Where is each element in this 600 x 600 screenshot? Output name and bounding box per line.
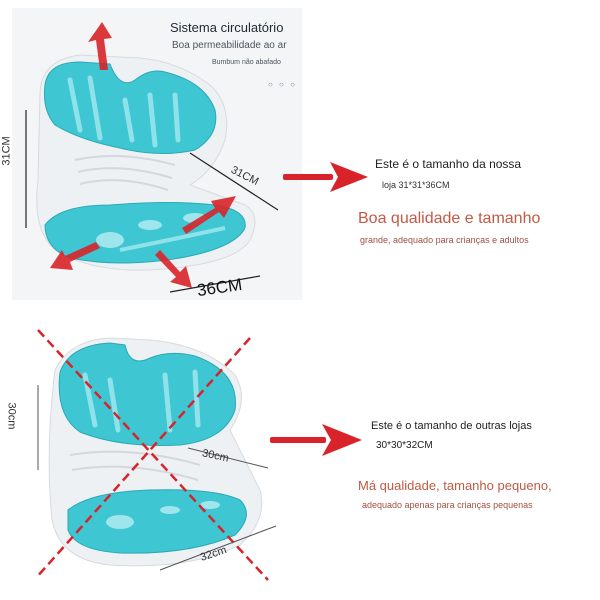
good-quality-headline: Boa qualidade e tamanho bbox=[358, 210, 541, 227]
bottom-dimension-lines bbox=[37, 385, 277, 571]
bottom-seat-illustration bbox=[48, 337, 263, 567]
product-feature-subheading: Boa permeabilidade ao ar bbox=[172, 40, 287, 51]
top-dimension-lines bbox=[25, 110, 279, 293]
decorative-dots: ○ ○ ○ bbox=[268, 80, 297, 89]
pointer-arrow-icon bbox=[283, 162, 368, 192]
pointer-arrow-icon bbox=[270, 424, 362, 456]
other-size-intro: Este é o tamanho de outras lojas bbox=[371, 420, 532, 432]
cross-mark-icon bbox=[35, 329, 269, 581]
air-flow-arrow-icon bbox=[50, 22, 236, 288]
top-seat-illustration bbox=[36, 54, 256, 271]
product-feature-heading: Sistema circulatório bbox=[170, 20, 284, 35]
other-size-value: 30*30*32CM bbox=[376, 440, 433, 451]
bottom-height-label: 30cm bbox=[5, 402, 18, 430]
bad-quality-detail: adequado apenas para crianças pequenas bbox=[362, 500, 533, 510]
product-feature-caption: Bumbum não abafado bbox=[212, 59, 281, 66]
bad-quality-headline: Má qualidade, tamanho pequeno, bbox=[358, 478, 552, 493]
good-quality-detail: grande, adequado para crianças e adultos bbox=[360, 235, 529, 245]
top-height-label: 31CM bbox=[0, 136, 13, 166]
our-size-intro: Este é o tamanho da nossa bbox=[375, 157, 522, 171]
our-size-value: loja 31*31*36CM bbox=[382, 180, 450, 190]
